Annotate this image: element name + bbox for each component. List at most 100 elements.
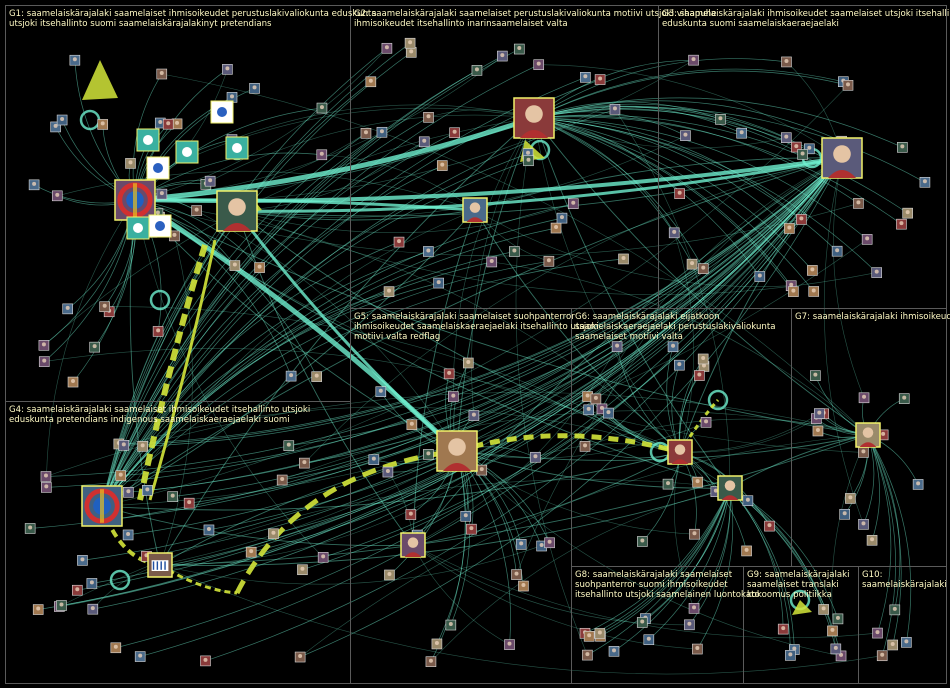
node-avatar[interactable] — [888, 640, 898, 650]
node-avatar[interactable] — [157, 189, 167, 199]
node-avatar[interactable] — [858, 519, 868, 529]
node-avatar[interactable] — [463, 358, 473, 368]
logo-node[interactable] — [176, 141, 198, 163]
node-avatar[interactable] — [689, 603, 699, 613]
node-avatar[interactable] — [135, 652, 145, 662]
node-avatar[interactable] — [853, 198, 863, 208]
node-avatar[interactable] — [366, 77, 376, 87]
node-avatar[interactable] — [450, 128, 460, 138]
node-avatar[interactable] — [582, 650, 592, 660]
node-avatar[interactable] — [448, 392, 458, 402]
node-avatar[interactable] — [798, 149, 808, 159]
node-avatar[interactable] — [205, 176, 215, 186]
logo-node[interactable] — [137, 129, 159, 151]
node-avatar[interactable] — [384, 570, 394, 580]
node-avatar[interactable] — [858, 447, 868, 457]
node-avatar[interactable] — [163, 119, 173, 129]
node-avatar[interactable] — [497, 51, 507, 61]
node-avatar[interactable] — [862, 234, 872, 244]
logo-node[interactable] — [211, 101, 233, 123]
node-avatar[interactable] — [796, 214, 806, 224]
node-avatar[interactable] — [781, 133, 791, 143]
node-avatar[interactable] — [192, 206, 202, 216]
node-avatar[interactable] — [90, 342, 100, 352]
node-avatar[interactable] — [123, 530, 133, 540]
node-avatar[interactable] — [674, 360, 684, 370]
node-avatar[interactable] — [591, 394, 601, 404]
node-avatar[interactable] — [913, 479, 923, 489]
node-avatar[interactable] — [432, 639, 442, 649]
node-avatar[interactable] — [609, 646, 619, 656]
node-avatar[interactable] — [698, 354, 708, 364]
node-avatar[interactable] — [580, 72, 590, 82]
node-avatar[interactable] — [222, 64, 232, 74]
hub-user-avatar[interactable] — [514, 98, 554, 138]
node-avatar[interactable] — [755, 271, 765, 281]
node-avatar[interactable] — [138, 441, 148, 451]
node-avatar[interactable] — [88, 604, 98, 614]
node-avatar[interactable] — [612, 342, 622, 352]
node-avatar[interactable] — [832, 246, 842, 256]
node-avatar[interactable] — [872, 628, 882, 638]
node-avatar[interactable] — [299, 458, 309, 468]
hub-user-avatar[interactable] — [822, 138, 862, 178]
node-avatar[interactable] — [845, 493, 855, 503]
node-avatar[interactable] — [406, 47, 416, 57]
node-avatar[interactable] — [514, 44, 524, 54]
node-avatar[interactable] — [172, 119, 182, 129]
logo-node[interactable] — [226, 137, 248, 159]
node-avatar[interactable] — [781, 57, 791, 67]
node-avatar[interactable] — [504, 640, 514, 650]
node-avatar[interactable] — [637, 536, 647, 546]
node-avatar[interactable] — [809, 286, 819, 296]
node-avatar[interactable] — [684, 620, 694, 630]
node-avatar[interactable] — [663, 479, 673, 489]
node-avatar[interactable] — [286, 371, 296, 381]
node-avatar[interactable] — [619, 254, 629, 264]
node-avatar[interactable] — [383, 467, 393, 477]
node-avatar[interactable] — [423, 112, 433, 122]
node-avatar[interactable] — [168, 492, 178, 502]
node-avatar[interactable] — [568, 199, 578, 209]
node-avatar[interactable] — [444, 369, 454, 379]
node-avatar[interactable] — [434, 278, 444, 288]
node-avatar[interactable] — [63, 304, 73, 314]
node-avatar[interactable] — [807, 265, 817, 275]
node-avatar[interactable] — [41, 472, 51, 482]
node-avatar[interactable] — [246, 547, 256, 557]
node-avatar[interactable] — [687, 259, 697, 269]
node-avatar[interactable] — [477, 465, 487, 475]
node-avatar[interactable] — [534, 60, 544, 70]
node-avatar[interactable] — [784, 223, 794, 233]
hub-building-avatar[interactable] — [148, 553, 172, 577]
node-avatar[interactable] — [277, 475, 287, 485]
node-avatar[interactable] — [668, 342, 678, 352]
node-avatar[interactable] — [68, 377, 78, 387]
node-avatar[interactable] — [603, 408, 613, 418]
node-avatar[interactable] — [509, 247, 519, 257]
node-avatar[interactable] — [872, 268, 882, 278]
node-avatar[interactable] — [405, 38, 415, 48]
node-avatar[interactable] — [125, 158, 135, 168]
hub-user-avatar[interactable] — [463, 198, 487, 222]
node-avatar[interactable] — [516, 539, 526, 549]
node-avatar[interactable] — [295, 652, 305, 662]
node-avatar[interactable] — [644, 635, 654, 645]
node-avatar[interactable] — [268, 529, 278, 539]
node-avatar[interactable] — [487, 257, 497, 267]
node-avatar[interactable] — [785, 650, 795, 660]
node-avatar[interactable] — [376, 387, 386, 397]
node-avatar[interactable] — [518, 581, 528, 591]
node-avatar[interactable] — [446, 620, 456, 630]
node-avatar[interactable] — [584, 405, 594, 415]
node-avatar[interactable] — [384, 287, 394, 297]
node-avatar[interactable] — [87, 578, 97, 588]
hub-flag-avatar[interactable] — [115, 180, 155, 220]
node-avatar[interactable] — [689, 55, 699, 65]
node-avatar[interactable] — [39, 357, 49, 367]
node-avatar[interactable] — [877, 651, 887, 661]
node-avatar[interactable] — [77, 555, 87, 565]
hub-user-avatar[interactable] — [856, 423, 880, 447]
node-avatar[interactable] — [867, 535, 877, 545]
node-avatar[interactable] — [737, 128, 747, 138]
